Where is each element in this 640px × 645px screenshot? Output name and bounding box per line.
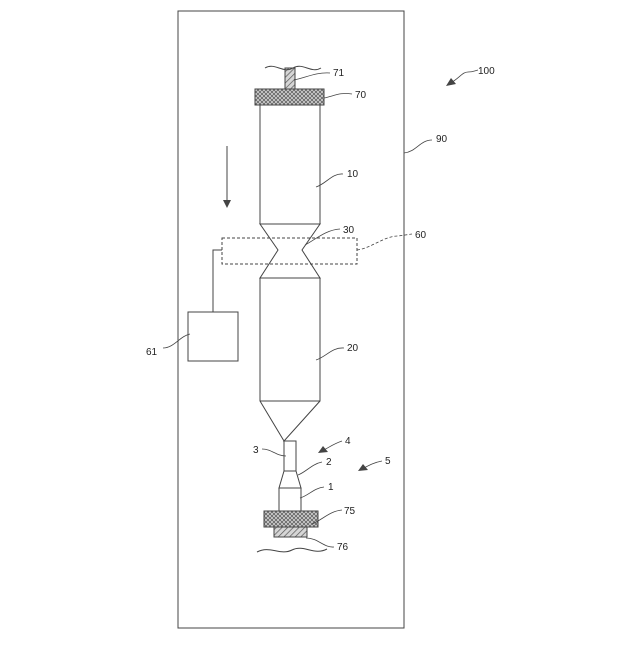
leader-30: [305, 229, 340, 245]
label-10: 10: [347, 169, 359, 180]
label-1: 1: [328, 482, 334, 493]
leader-76: [306, 538, 334, 547]
base-rod-break: [257, 548, 327, 552]
nozzle-mid: [279, 471, 301, 488]
arrowhead-5: [358, 464, 368, 471]
label-76: 76: [337, 542, 349, 553]
leader-2: [298, 462, 322, 475]
label-30: 30: [343, 225, 355, 236]
upper-body: [260, 105, 320, 224]
leader-71: [294, 73, 330, 80]
label-60: 60: [415, 230, 427, 241]
label-100: 100: [478, 66, 495, 77]
neck: [260, 224, 320, 278]
outlet-tube: [279, 488, 301, 511]
base-rod: [274, 527, 307, 537]
lower-body: [260, 278, 320, 441]
arrowhead-4: [318, 446, 328, 453]
base-block: [264, 511, 318, 527]
label-2: 2: [326, 457, 332, 468]
arrowhead-100: [446, 78, 456, 86]
top-rod: [285, 68, 295, 89]
leader-3: [262, 449, 286, 456]
label-61: 61: [146, 347, 158, 358]
top-cap: [255, 89, 324, 105]
label-4: 4: [345, 436, 351, 447]
label-75: 75: [344, 506, 356, 517]
leader-61: [163, 334, 190, 348]
sensor-zone: [222, 238, 357, 264]
controller-wire: [213, 250, 222, 312]
leader-70: [324, 93, 352, 98]
controller-box: [188, 312, 238, 361]
label-3: 3: [253, 445, 259, 456]
label-5: 5: [385, 456, 391, 467]
label-70: 70: [355, 90, 367, 101]
label-71: 71: [333, 68, 345, 79]
leader-90: [404, 140, 432, 153]
leader-1: [300, 487, 324, 498]
label-20: 20: [347, 343, 359, 354]
label-90: 90: [436, 134, 448, 145]
